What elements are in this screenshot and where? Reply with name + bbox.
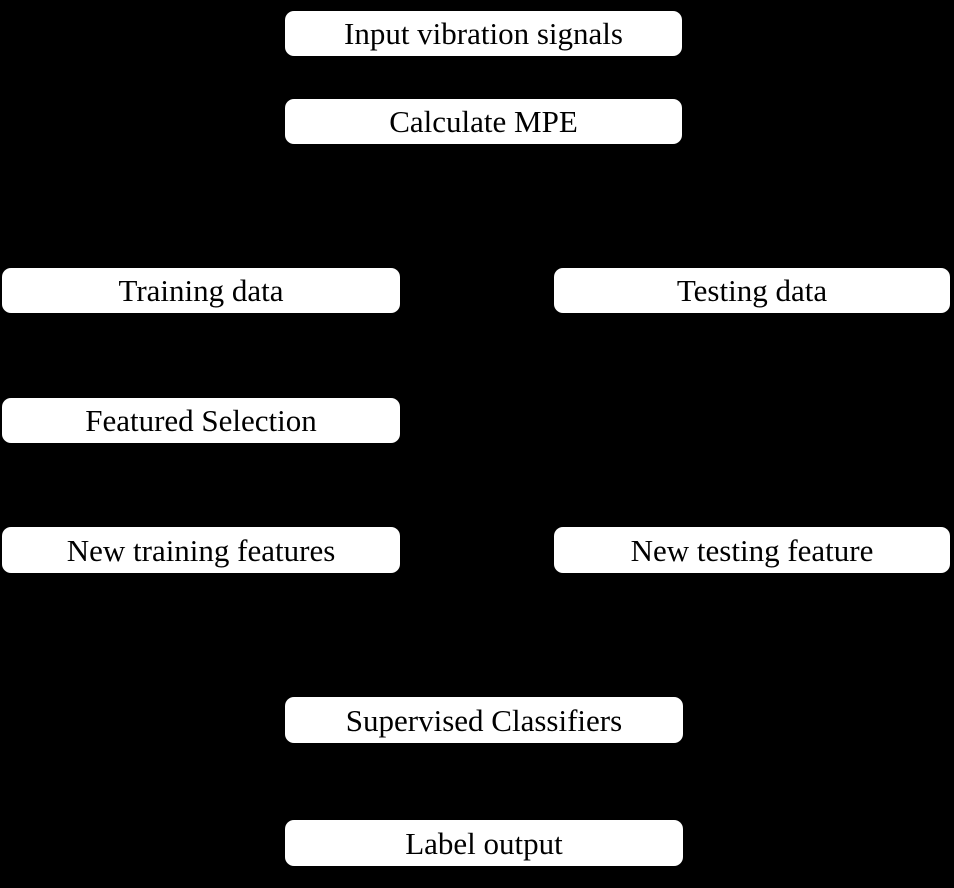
node-featured-selection: Featured Selection — [2, 398, 400, 443]
node-label-output: Label output — [285, 820, 683, 866]
node-testing-data: Testing data — [554, 268, 950, 313]
node-new-testing-feature: New testing feature — [554, 527, 950, 573]
node-training-data: Training data — [2, 268, 400, 313]
node-new-training-features: New training features — [2, 527, 400, 573]
node-calculate-mpe: Calculate MPE — [285, 99, 682, 144]
node-supervised-classifiers: Supervised Classifiers — [285, 697, 683, 743]
node-input-vibration-signals: Input vibration signals — [285, 11, 682, 56]
